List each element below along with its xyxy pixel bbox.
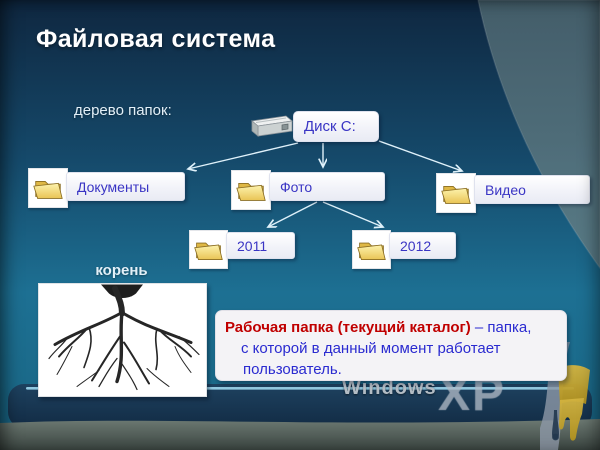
roots-image (38, 283, 207, 397)
folder-label: 2011 (237, 237, 268, 254)
folder-icon (236, 182, 266, 201)
laptop-body (0, 419, 600, 450)
folder-label: Видео (485, 181, 526, 198)
roots-drawing (48, 284, 200, 391)
tree-node-video: Видео (474, 175, 590, 204)
note-line-3: пользователь. (243, 361, 342, 378)
folder-label: Документы (77, 178, 150, 195)
note-box: Рабочая папка (текущий каталог) – папка,… (215, 310, 567, 381)
folder-icon-tile (189, 230, 228, 269)
folder-icon (357, 242, 386, 260)
note-line-1-rest: – папка, (470, 319, 532, 336)
note-line-2: с которой в данный момент работает (241, 340, 501, 357)
folder-icon (33, 180, 63, 199)
folder-icon-tile (231, 170, 271, 210)
note-term: Рабочая папка (текущий каталог) (225, 319, 471, 336)
folder-label: 2012 (400, 237, 432, 254)
tree-node-2012: 2012 (389, 232, 456, 259)
slide-title: Файловая система (36, 25, 276, 53)
note-line-1: Рабочая папка (текущий каталог) – папка, (216, 317, 566, 338)
tree-node-documents: Документы (66, 172, 185, 201)
disk-label: Диск C: (304, 118, 356, 135)
disk-icon (251, 115, 293, 137)
tree-node-disk-c: Диск C: (293, 111, 379, 142)
tree-node-2011: 2011 (226, 232, 295, 259)
folder-icon (194, 242, 223, 260)
folder-icon (441, 185, 471, 204)
folder-icon-tile (28, 168, 68, 208)
folder-icon-tile (352, 230, 391, 269)
tree-node-photo: Фото (269, 172, 385, 201)
windows-watermark: Windows (342, 377, 437, 399)
root-caption: корень (95, 262, 148, 279)
folder-icon-tile (436, 173, 476, 213)
folder-label: Фото (280, 178, 313, 195)
tree-caption: дерево папок: (74, 102, 172, 119)
